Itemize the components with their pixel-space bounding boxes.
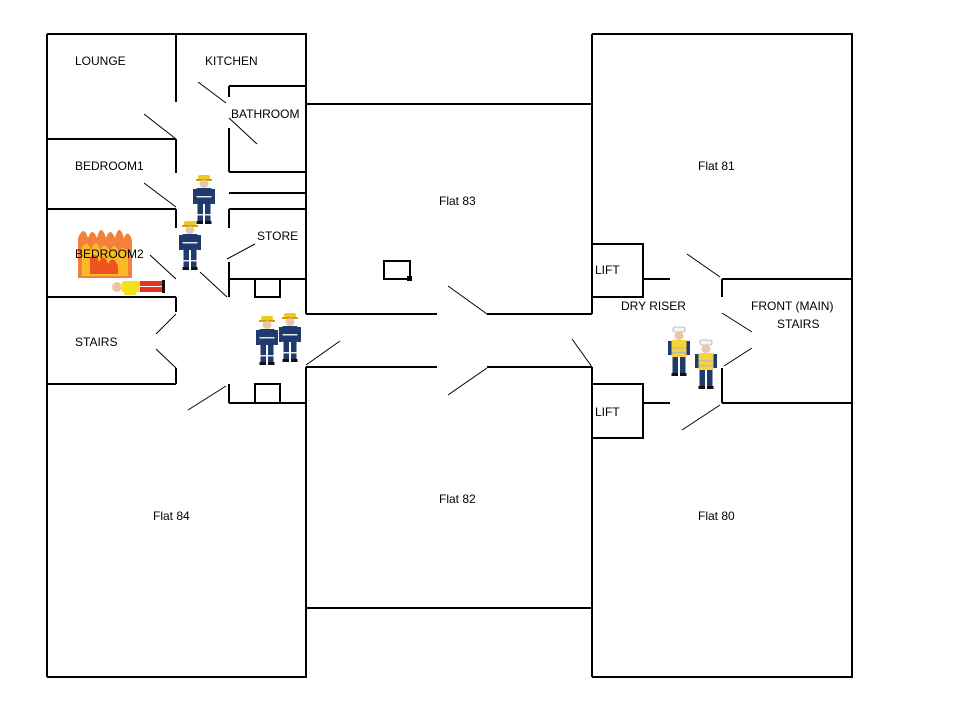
firefighter-icon (179, 221, 201, 270)
label-flat-84: Flat 84 (153, 509, 190, 523)
label-bedroom1: BEDROOM1 (75, 159, 144, 173)
label-flat-82: Flat 82 (439, 492, 476, 506)
fire-icon (78, 230, 132, 278)
label-bathroom: BATHROOM (231, 107, 299, 121)
label-front-stairs-line2: STAIRS (777, 317, 819, 331)
room-labels: LOUNGE KITCHEN BATHROOM BEDROOM1 BEDROOM… (75, 54, 833, 523)
doors (143, 81, 753, 431)
label-store: STORE (257, 229, 298, 243)
label-flat-81: Flat 81 (698, 159, 735, 173)
label-stairs: STAIRS (75, 335, 117, 349)
label-front-stairs-line1: FRONT (MAIN) (751, 299, 833, 313)
firefighter-icon (279, 313, 301, 362)
casualty-icon (112, 280, 165, 295)
firefighter-icon (256, 316, 278, 365)
label-lounge: LOUNGE (75, 54, 126, 68)
label-flat-80: Flat 80 (698, 509, 735, 523)
label-lift-upper: LIFT (595, 263, 620, 277)
walls (46, 33, 853, 678)
label-kitchen: KITCHEN (205, 54, 258, 68)
label-dry-riser: DRY RISER (621, 299, 686, 313)
label-lift-lower: LIFT (595, 405, 620, 419)
label-bedroom2: BEDROOM2 (75, 247, 144, 261)
firefighter-icon (193, 175, 215, 224)
dry-riser-outlet-icon (383, 260, 412, 281)
officer-icon (667, 326, 691, 377)
officer-icon (694, 339, 718, 390)
label-flat-83: Flat 83 (439, 194, 476, 208)
